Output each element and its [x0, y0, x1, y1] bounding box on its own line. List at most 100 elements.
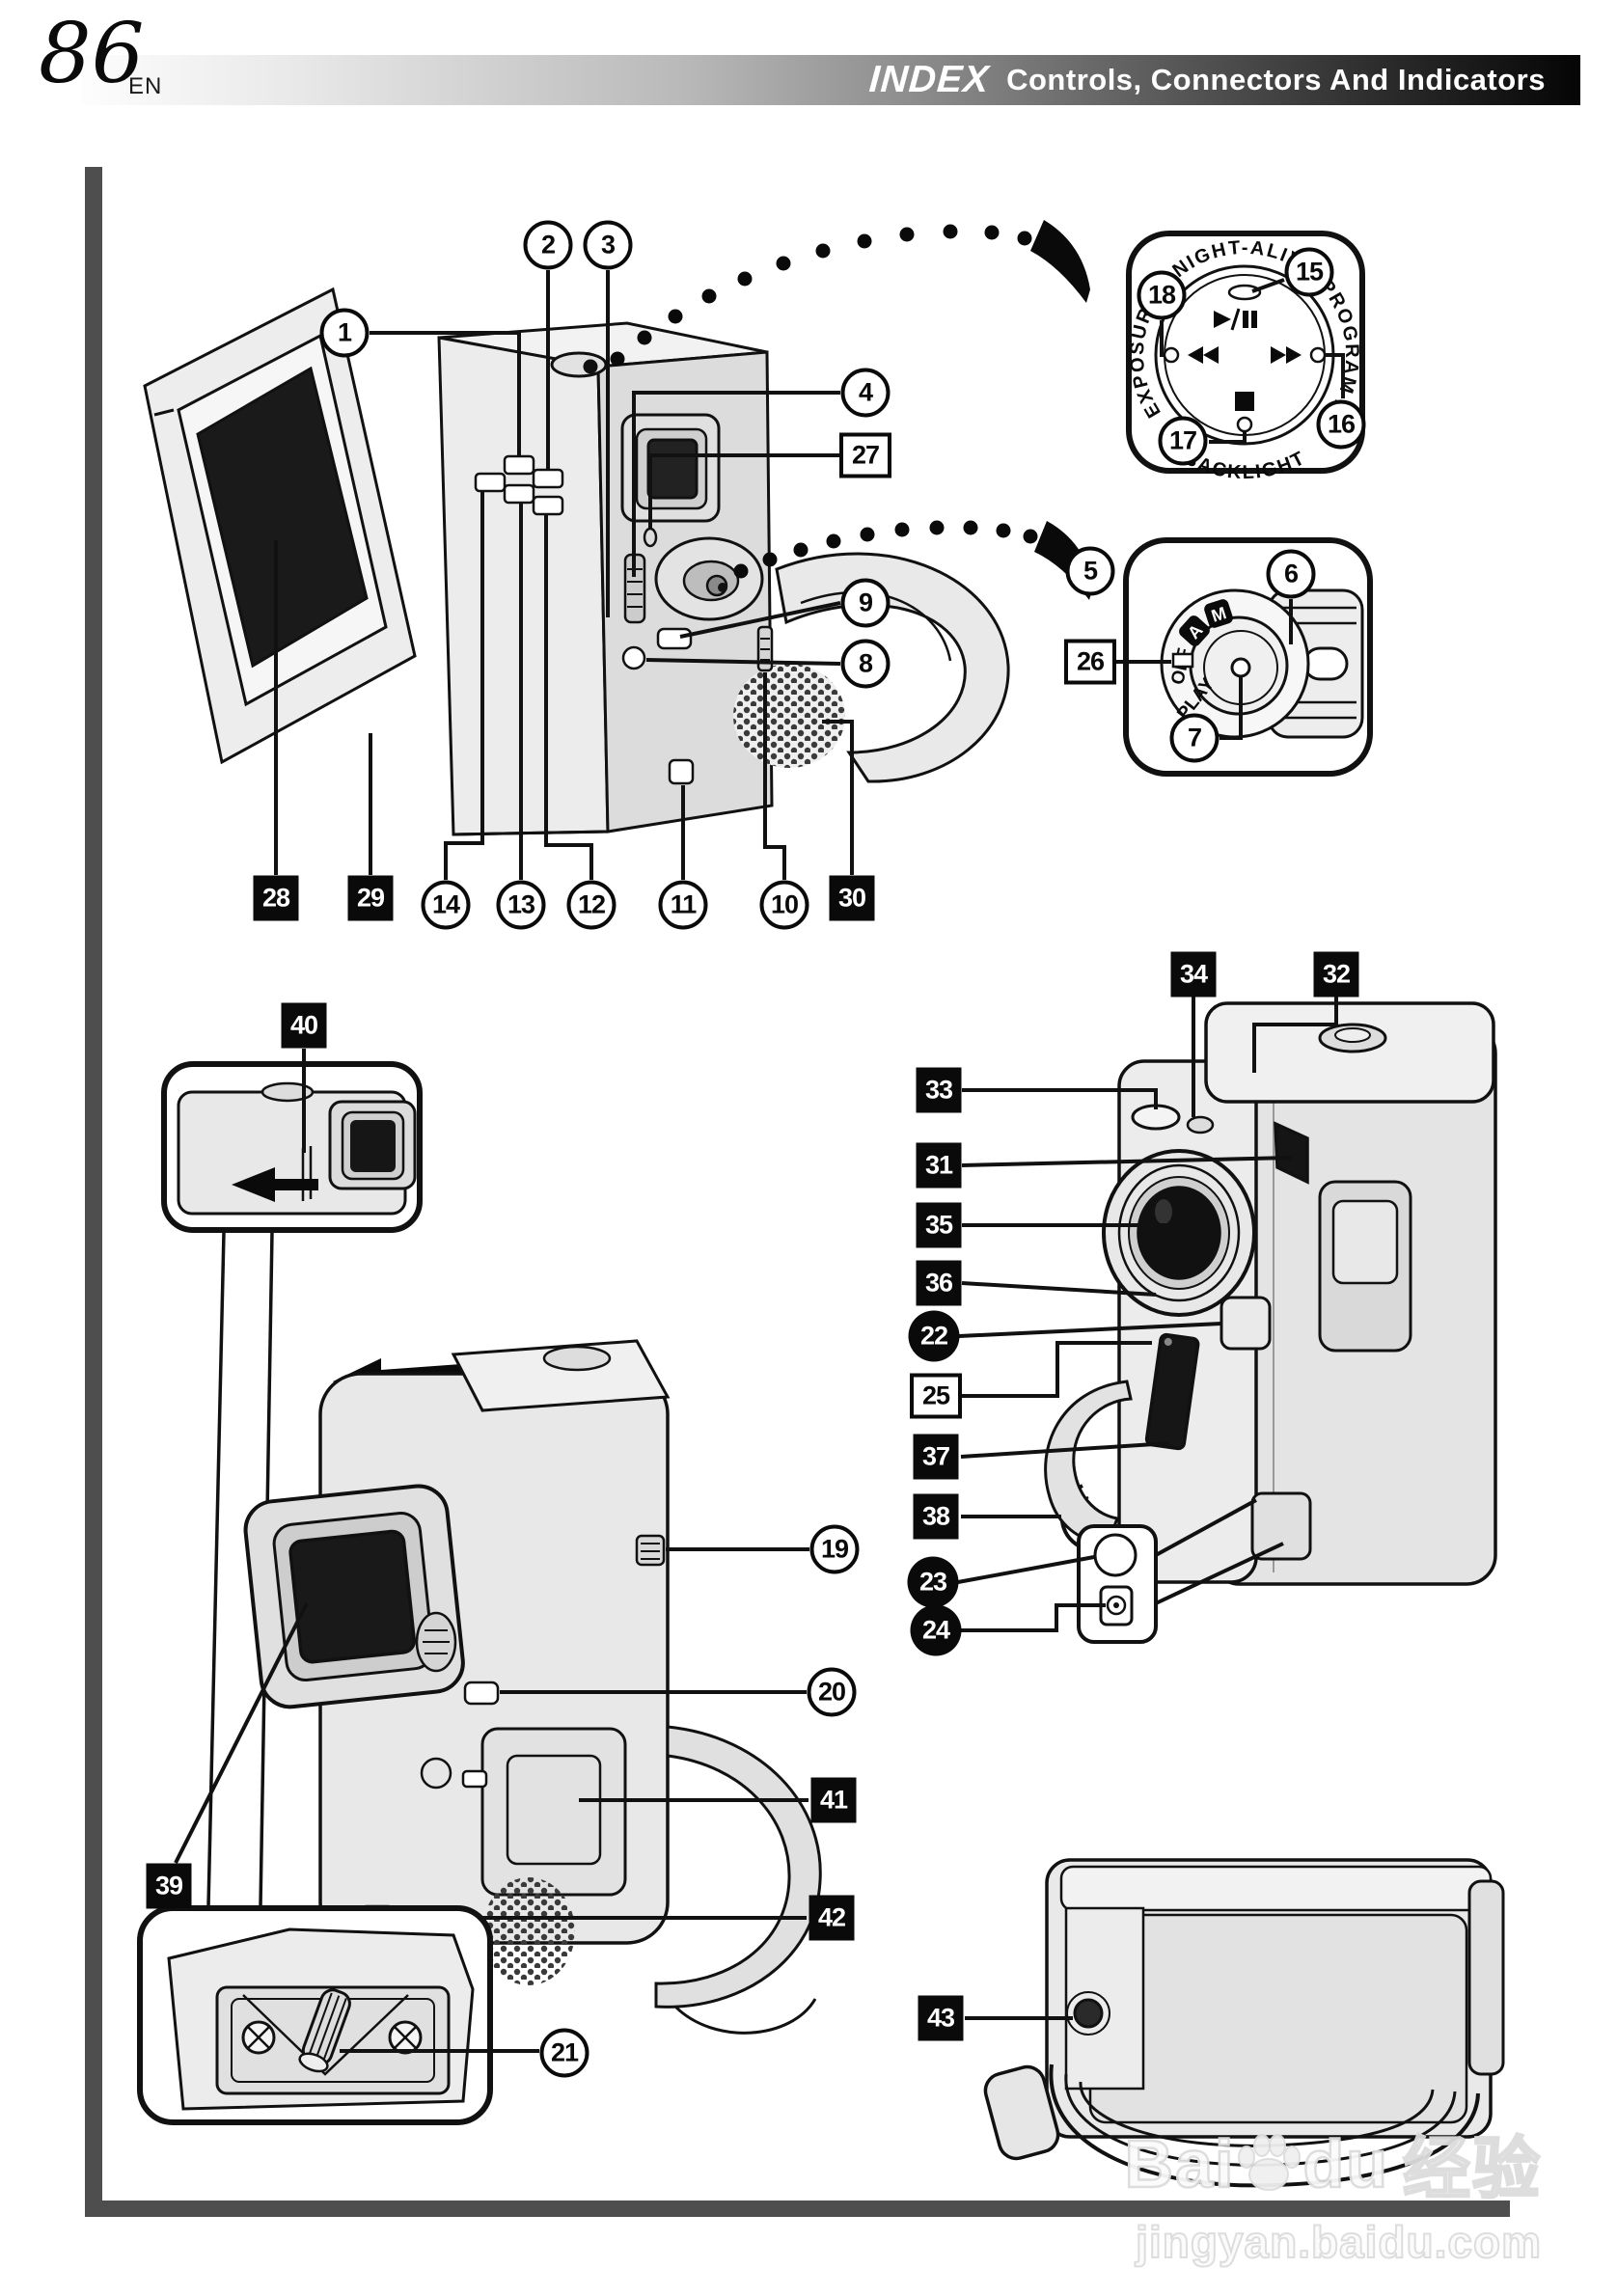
callout-32: 32 — [1313, 951, 1359, 998]
leader-lines — [274, 270, 854, 880]
callout-7: 7 — [1169, 713, 1220, 763]
callout-13: 13 — [496, 880, 546, 930]
screw-icon — [388, 2020, 423, 2055]
record-button — [550, 351, 608, 378]
tripod-inset — [137, 1905, 539, 2125]
front-view-illustration — [1044, 1001, 1497, 1644]
grip-strap-side — [775, 552, 1010, 783]
callout-19: 19 — [809, 1524, 860, 1574]
callout-15: 15 — [1284, 247, 1334, 297]
bottom-view-illustration — [965, 1858, 1505, 2188]
lcd-panel — [143, 287, 417, 765]
rewind-icon — [1188, 346, 1219, 364]
watermark-url: jingyan.baidu.com — [1135, 2216, 1542, 2268]
callout-26: 26 — [1064, 639, 1116, 685]
callout-5: 5 — [1065, 546, 1115, 596]
leader-lines — [957, 997, 1338, 1632]
callout-38: 38 — [913, 1493, 959, 1540]
slide-arrow-icon — [232, 1167, 318, 1202]
callout-36: 36 — [916, 1260, 962, 1306]
lens — [1102, 1149, 1256, 1317]
power-position-A: A — [1179, 615, 1210, 646]
callout-20: 20 — [807, 1667, 857, 1717]
callout-1: 1 — [319, 308, 370, 358]
tripod-pin — [298, 1988, 351, 2073]
small-button — [463, 1681, 500, 1706]
front-switch — [1318, 1180, 1412, 1353]
connector-cover — [1220, 1296, 1272, 1351]
callout-33: 33 — [916, 1067, 962, 1113]
callout-11: 11 — [658, 880, 708, 930]
zoom-slider — [756, 625, 774, 672]
cassette-holder-top — [1204, 1001, 1495, 1104]
callout-16: 16 — [1316, 399, 1366, 450]
header-title: Controls, Connectors And Indicators — [1006, 63, 1546, 96]
speaker-grille — [482, 1877, 575, 1985]
callout-14: 14 — [421, 880, 471, 930]
snapshot-button — [656, 627, 693, 650]
arrowhead-icon — [1030, 220, 1090, 303]
battery-release-latch — [668, 758, 695, 785]
callout-41: 41 — [810, 1777, 857, 1823]
tripod-socket-ring — [1066, 1991, 1110, 2036]
callout-21: 21 — [539, 2028, 589, 2078]
callout-4: 4 — [840, 368, 891, 418]
grip-strap-rear — [654, 1725, 822, 2035]
side-control-dial — [654, 536, 764, 621]
viewfinder-screen — [288, 1529, 417, 1664]
stop-icon — [1235, 392, 1254, 411]
callout-43: 43 — [918, 1995, 964, 2041]
leader-lines — [174, 1547, 809, 1920]
watermark: Bai du 经验 jingyan.baidu.com — [1123, 2115, 1542, 2268]
callout-34: 34 — [1170, 951, 1217, 998]
round-button — [621, 645, 646, 670]
watermark-logo: Bai du 经验 — [1123, 2115, 1542, 2212]
motion-arc-top — [610, 220, 1090, 367]
page-language: EN — [128, 73, 163, 99]
viewfinder-eyecup — [243, 1484, 465, 1709]
speaker-grille — [733, 664, 845, 768]
callout-24: 24 — [910, 1604, 962, 1656]
watermark-brand-cn: 经验 — [1402, 2130, 1542, 2208]
callout-40: 40 — [281, 1002, 327, 1049]
callout-39: 39 — [146, 1863, 192, 1909]
callout-2: 2 — [523, 220, 573, 270]
callout-31: 31 — [916, 1142, 962, 1189]
left-frame-bar — [85, 167, 102, 2217]
leader-lines — [1115, 599, 1293, 740]
callout-30: 30 — [829, 875, 875, 921]
callout-12: 12 — [566, 880, 617, 930]
bottom-corner-cover — [1250, 1491, 1312, 1561]
play-pause-icon — [1214, 308, 1257, 331]
callout-9: 9 — [840, 578, 891, 628]
viewfinder-inset — [161, 1049, 423, 1907]
callout-27: 27 — [839, 432, 891, 478]
power-dial-inset: M A OFF PLAY — [1115, 537, 1373, 777]
af-sensor — [1274, 1121, 1309, 1185]
callout-42: 42 — [808, 1895, 855, 1941]
rear-view-illustration — [243, 1339, 822, 2035]
callout-25: 25 — [910, 1373, 962, 1419]
callout-29: 29 — [347, 875, 394, 921]
grip-strap-bottom — [983, 1879, 1505, 2188]
power-lamp-indicator — [1171, 652, 1194, 669]
svg-text:M: M — [1209, 603, 1228, 626]
callout-8: 8 — [840, 639, 891, 689]
callout-23: 23 — [907, 1556, 959, 1608]
dv-connector — [1144, 1332, 1200, 1451]
jack-inset — [1077, 1498, 1284, 1644]
lcd-screen — [196, 366, 369, 669]
battery-door — [480, 1727, 627, 1897]
callout-37: 37 — [913, 1434, 959, 1480]
tripod-socket — [1073, 1998, 1104, 2029]
menu-button-cluster — [474, 454, 564, 516]
callout-35: 35 — [916, 1202, 962, 1248]
callout-28: 28 — [253, 875, 299, 921]
power-position-M: M — [1204, 599, 1233, 628]
callout-6: 6 — [1266, 549, 1316, 599]
callout-10: 10 — [759, 880, 809, 930]
callout-18: 18 — [1137, 270, 1187, 320]
eject-switch — [635, 1534, 666, 1567]
